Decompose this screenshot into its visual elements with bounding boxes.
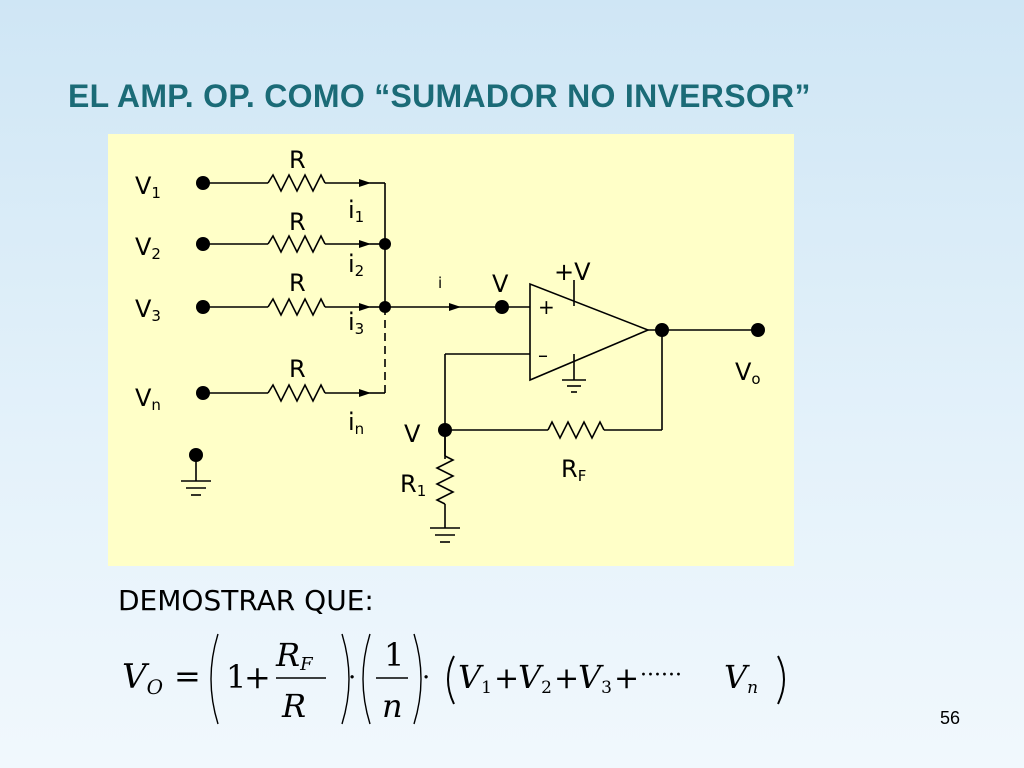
formula-plus: +	[244, 658, 271, 696]
paren-3-right	[777, 655, 785, 705]
formula-plus-3: +	[614, 661, 639, 696]
output-junction	[655, 323, 669, 337]
paren-3-left	[447, 655, 455, 705]
ground-terminal	[189, 448, 203, 462]
r1-resistor	[435, 455, 455, 505]
bracket-1-right	[341, 633, 350, 725]
bus-junction-2	[379, 238, 391, 250]
input-2-terminal	[196, 237, 210, 251]
circuit-diagram: V1 V2 V3 Vn R R R R i1 i2 i3 in i V +V +…	[135, 146, 765, 543]
slide-title: EL AMP. OP. COMO “SUMADOR NO INVERSOR”	[68, 78, 811, 114]
bracket-1-left	[210, 633, 219, 725]
resistor-2-label: R	[289, 208, 306, 236]
current-3-label: i3	[348, 308, 364, 338]
formula-equals: =	[174, 657, 201, 695]
minus-input-sign: –	[538, 343, 548, 367]
bracket-2-right	[413, 633, 422, 725]
formula-term-n: Vn	[724, 658, 758, 698]
formula-r-denominator: R	[281, 687, 306, 725]
formula-one: 1	[226, 658, 246, 696]
noninv-node-label: V	[492, 270, 509, 298]
input-n-terminal	[196, 386, 210, 400]
input-2-label: V2	[135, 233, 161, 263]
input-1-terminal	[196, 176, 210, 190]
formula-dot-1: ·	[348, 663, 356, 693]
current-1-label: i1	[348, 196, 364, 226]
current-2-label: i2	[348, 250, 364, 280]
bracket-2-left	[362, 633, 371, 725]
input-2-resistor	[267, 234, 326, 254]
inv-node-junction	[438, 423, 452, 437]
resistor-n-label: R	[289, 355, 306, 383]
input-3-terminal	[196, 300, 210, 314]
output-label: Vo	[735, 358, 761, 388]
input-n-resistor	[267, 383, 326, 403]
rf-label: RF	[561, 455, 586, 485]
input-1-resistor	[267, 173, 326, 193]
page-number: 56	[940, 708, 961, 728]
input-3-resistor	[267, 297, 326, 317]
formula-lhs: VO	[122, 657, 163, 699]
formula-term-3: V3	[578, 658, 612, 698]
gain-formula: VO = 1 + RF R · 1 n · V1 + V2 + V3 + ···…	[122, 633, 785, 725]
input-1-label: V1	[135, 172, 161, 202]
resistor-3-label: R	[289, 269, 306, 297]
current-n-label: in	[348, 408, 364, 438]
formula-n-denominator: n	[382, 687, 403, 725]
op-amp-triangle	[529, 282, 651, 382]
formula-dot-2: ·	[422, 663, 430, 693]
inv-node-label: V	[404, 420, 421, 448]
formula-rf-numerator: RF	[275, 636, 314, 675]
rf-resistor	[547, 420, 605, 440]
demonstrate-heading: DEMOSTRAR QUE:	[118, 584, 374, 617]
formula-plus-1: +	[494, 661, 519, 696]
sum-current-label: i	[438, 274, 442, 292]
resistor-1-label: R	[289, 146, 306, 174]
formula-term-1: V1	[458, 658, 492, 698]
formula-plus-2: +	[554, 661, 579, 696]
input-n-label: Vn	[135, 384, 161, 414]
formula-one-numerator: 1	[384, 636, 404, 674]
bus-junction-3	[379, 301, 391, 313]
output-terminal	[751, 323, 765, 337]
noninv-node-terminal	[495, 300, 509, 314]
supply-label: +V	[554, 258, 591, 286]
input-3-label: V3	[135, 295, 161, 325]
circuit-panel: V1 V2 V3 Vn R R R R i1 i2 i3 in i V +V +…	[108, 134, 794, 566]
formula-term-2: V2	[518, 658, 552, 698]
r1-label: R1	[400, 470, 426, 500]
plus-input-sign: +	[538, 295, 555, 319]
formula-ellipsis: ······	[640, 663, 682, 688]
